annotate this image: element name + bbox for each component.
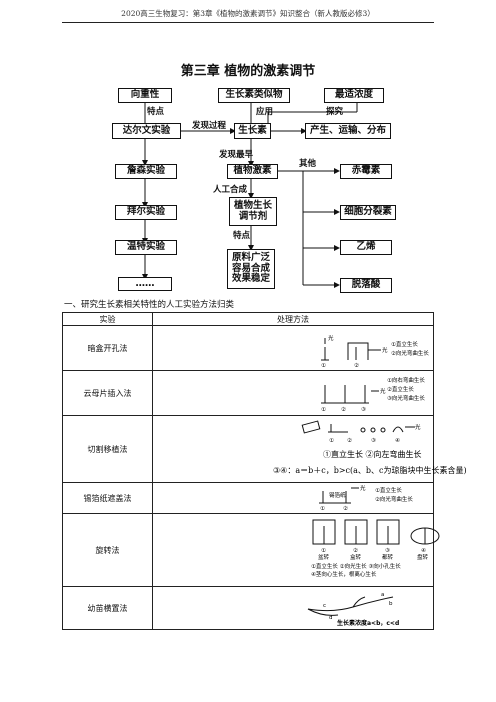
diagram-label: ④ [395, 438, 400, 444]
diagram-label: ②向光弯曲生长 [375, 495, 413, 503]
table-row: 云母片插入法 光 ① ② ③ ①向右弯曲生长 ②直立生长 ③向光弯曲生长 [62, 370, 434, 416]
diagram-label: ①直立生长 ②向光生长 ③向小孔生长 [311, 562, 401, 570]
diagram-label: a [381, 592, 384, 598]
row-name: 幼苗横置法 [62, 586, 153, 630]
diagram-label: ② [354, 362, 359, 369]
row-method: 光 锡箔纸 ① ② ①直立生长 ②向光弯曲生长 [152, 482, 434, 514]
diagram-label: ③ [371, 438, 376, 444]
diagram-label: 光 [415, 423, 421, 431]
diagram-label: 锡箔纸 [329, 491, 346, 499]
row-name: 锡箔纸遮盖法 [62, 482, 153, 514]
diagram-label: 盆转 [318, 553, 330, 561]
box-abscisic-acid: 脱落酸 [340, 278, 392, 293]
diagram-label: ① [321, 548, 326, 554]
diagram-label: ② [341, 406, 346, 413]
box-optimal-concentration: 最适浓度 [324, 88, 384, 103]
row-method: 光 光 ① ② ①直立生长 ②向光弯曲生长 [152, 325, 434, 371]
label-other: 其他 [299, 159, 317, 169]
box-ethylene: 乙烯 [340, 240, 392, 255]
box-auxin: 生长素 [234, 123, 271, 139]
diagram-label: 光 [380, 387, 386, 395]
diagram-label: ①直立生长 [375, 486, 402, 494]
box-gibberellin: 赤霉素 [340, 164, 392, 179]
diagram-label: ④茎向心生长，根离心生长 [311, 570, 377, 578]
diagram-label: 光 [328, 334, 334, 342]
table-row: 幼苗横置法 a b c d 生长素浓度a<b，c<d [62, 586, 434, 630]
box-darwin-experiment: 达尔文实验 [112, 123, 181, 139]
diagram-label: 都转 [382, 553, 394, 561]
diagram-label: 盒转 [350, 553, 362, 561]
diagram-label: 光 [382, 346, 388, 354]
row-name: 云母片插入法 [62, 370, 153, 416]
header-rule [62, 22, 434, 23]
box-features: 原料广泛容易合成效果稳定 [227, 249, 275, 289]
diagram-label: ③ [361, 407, 366, 413]
label-explore: 探究 [326, 107, 344, 117]
page-title: 第三章 植物的激素调节 [180, 64, 316, 79]
header-method: 处理方法 [152, 312, 434, 326]
table-row: 旋转法 ① ② ③ ④ 盆转 盒转 都转 [62, 513, 440, 587]
diagram-caption: 生长素浓度a<b，c<d [337, 619, 399, 627]
diagram-label: b [389, 601, 393, 607]
label-application: 应用 [256, 107, 274, 117]
box-bayer-experiment: 拜尔实验 [115, 205, 177, 220]
foil-diagram: 光 锡箔纸 ① ② ①直立生长 ②向光弯曲生长 [319, 484, 413, 512]
cut-transplant-diagram: 光 ① ② ③ ④ ①直立生长 ②向左弯曲生长 ③④：a＝b＋c，b>c(a、b… [273, 420, 467, 475]
row-method: 光 ① ② ③ ④ ①直立生长 ②向左弯曲生长 ③④：a＝b＋c，b>c(a、b… [152, 415, 467, 483]
box-plant-hormone: 植物激素 [227, 164, 278, 179]
page-header: 2020高三生物复习：第3章《植物的激素调节》知识整合（新人教版必修3） [121, 9, 375, 18]
table-header-row: 实验 处理方法 [62, 312, 434, 326]
label-feature-1: 特点 [147, 107, 165, 117]
box-growth-regulator: 植物生长调节剂 [229, 197, 277, 226]
row-method: 光 ① ② ③ ①向右弯曲生长 ②直立生长 ③向光弯曲生长 [152, 370, 434, 416]
diagram-caption: ③④：a＝b＋c，b>c(a、b、c为琼脂块中生长素含量) [273, 465, 467, 475]
diagram-label: ②直立生长 [387, 385, 414, 393]
box-auxin-analog: 生长素类似物 [218, 88, 290, 103]
row-method: a b c d 生长素浓度a<b，c<d [152, 586, 434, 630]
diagram-label: c [323, 603, 326, 609]
row-method: ① ② ③ ④ 盆转 盒转 都转 盘转 ①直立生长 ②向光生长 ③向小孔生长 ④… [152, 513, 440, 587]
table-row: 切割移植法 光 ① ② ③ ④ ①直立生长 ②向左弯曲生长 [62, 415, 467, 483]
diagram-label: ③ [385, 548, 390, 554]
row-name: 暗盒开孔法 [62, 325, 153, 371]
label-discovery-process: 发现过程 [192, 121, 227, 131]
diagram-caption: ①直立生长 ②向左弯曲生长 [323, 449, 422, 459]
label-earliest-discovered: 发现最早 [219, 150, 254, 160]
label-artificial-synthesis: 人工合成 [213, 185, 248, 195]
diagram-label: ④ [421, 548, 426, 554]
methods-table: 实验 处理方法 暗盒开孔法 光 光 ① ② ①直立生长 ②向光弯曲生长 [62, 312, 467, 630]
diagram-label: ② [343, 505, 348, 512]
box-jensen-experiment: 詹森实验 [115, 164, 177, 179]
mica-diagram: 光 ① ② ③ ①向右弯曲生长 ②直立生长 ③向光弯曲生长 [321, 376, 425, 413]
diagram-label: ① [321, 363, 326, 369]
diagram-label: ① [320, 506, 325, 512]
section-heading: 一、研究生长素相关特性的人工实验方法归类 [64, 300, 235, 310]
row-name: 切割移植法 [62, 415, 153, 483]
diagram-label: ②向光弯曲生长 [391, 349, 429, 357]
diagram-label: ② [353, 547, 358, 554]
diagram-label: ①向右弯曲生长 [387, 376, 425, 384]
row-name: 旋转法 [62, 513, 153, 587]
diagram-label: 光 [360, 484, 366, 492]
box-production-transport: 产生、运输、分布 [305, 123, 391, 139]
dark-box-diagram: 光 光 ① ② ①直立生长 ②向光弯曲生长 [321, 334, 429, 369]
box-went-experiment: 温特实验 [115, 240, 177, 255]
label-feature-2: 特点 [233, 231, 251, 241]
diagram-label: ② [347, 437, 352, 444]
diagram-label: 盘转 [417, 553, 429, 561]
box-gravity: 向重性 [118, 88, 172, 103]
table-row: 锡箔纸遮盖法 光 锡箔纸 ① ② ①直立生长 ②向光弯曲生长 [62, 482, 434, 514]
box-cytokinin: 细胞分裂素 [340, 205, 396, 220]
table-row: 暗盒开孔法 光 光 ① ② ①直立生长 ②向光弯曲生长 [62, 325, 434, 371]
rotation-diagram: ① ② ③ ④ 盆转 盒转 都转 盘转 ①直立生长 ②向光生长 ③向小孔生长 ④… [311, 519, 440, 578]
diagram-label: ① [321, 407, 326, 413]
horizontal-seedling-diagram: a b c d 生长素浓度a<b，c<d [307, 592, 399, 627]
box-ellipsis: …… [118, 277, 172, 291]
diagram-label: ① [329, 438, 334, 444]
diagram-label: ③向光弯曲生长 [387, 394, 425, 402]
diagram-label: d [329, 615, 333, 621]
diagram-label: ①直立生长 [391, 340, 418, 348]
header-experiment: 实验 [62, 312, 153, 326]
